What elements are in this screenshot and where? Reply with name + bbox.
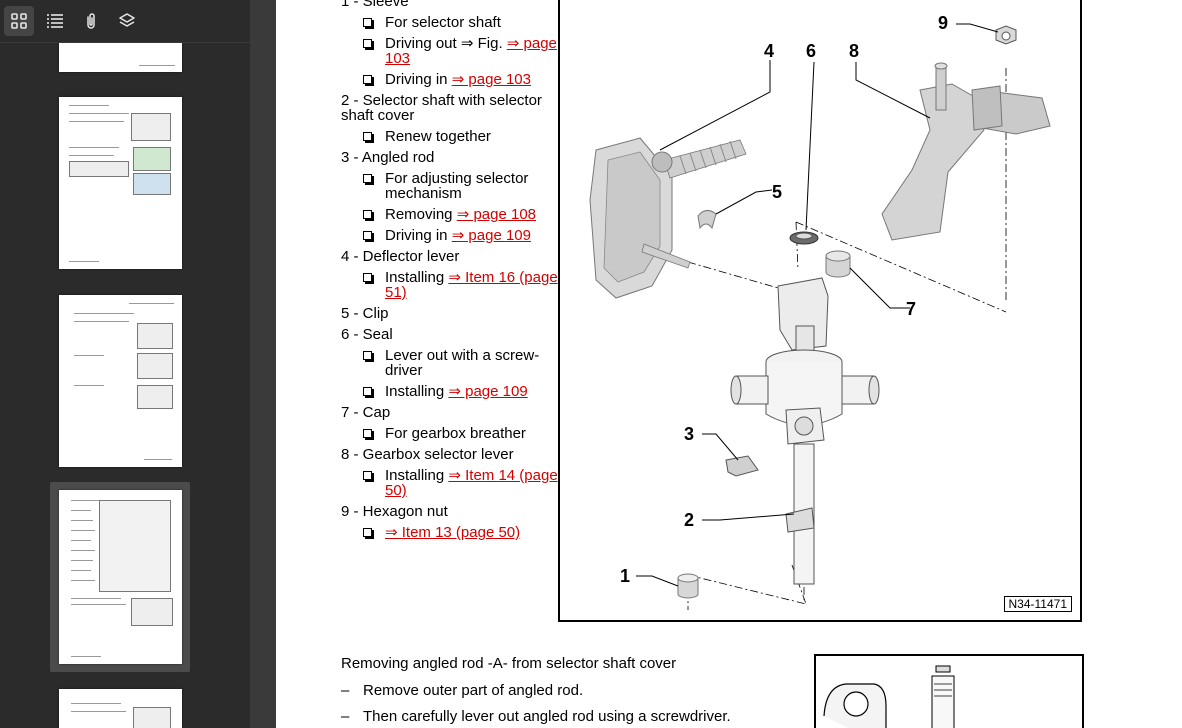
page-thumbnail-3[interactable] (59, 295, 182, 467)
legend-subitem-text: Driving out ⇒ Fig. (385, 35, 507, 52)
sidebar-gutter (250, 0, 276, 728)
angled-rod-figure (814, 654, 1084, 728)
legend-subitem-text: Installing (385, 269, 449, 286)
step-1: –Remove outer part of angled rod. (341, 682, 584, 699)
page-reference-link[interactable]: ⇒ page 108 (456, 206, 537, 223)
legend-subitem: For adjusting selector mechanism (341, 171, 571, 201)
legend-item-title: 2 - Selector shaft with selector shaft c… (341, 92, 542, 124)
legend-subitem-text: Renew together (385, 128, 491, 145)
legend-subitem-text: Driving in (385, 71, 452, 88)
legend-item-title: 6 - Seal (341, 326, 393, 343)
legend-subitem: Driving in ⇒ page 109 (341, 228, 571, 243)
page-reference-link[interactable]: ⇒ Item 16 (page 51) (385, 269, 558, 301)
legend-subitem: Renew together (341, 129, 571, 144)
selector-shaft-cover-part (730, 277, 880, 585)
exploded-view-drawing (589, 23, 1051, 610)
legend-subitem-text: Lever out with a screw-driver (385, 347, 540, 379)
legend-subitem-text: For gearbox breather (385, 425, 526, 442)
legend-item-title: 3 - Angled rod (341, 149, 435, 166)
callout-6: 6 (806, 41, 817, 61)
step-2: –Then carefully lever out angled rod usi… (341, 708, 731, 725)
legend-item-9: 9 - Hexagon nut ⇒ Item 13 (page 50) (341, 504, 571, 540)
deflector-lever-part (589, 137, 747, 299)
legend-subitem: Installing ⇒ Item 16 (page 51) (341, 270, 571, 300)
legend-item-2: 2 - Selector shaft with selector shaft c… (341, 93, 571, 144)
outline-button[interactable] (40, 6, 70, 36)
callout-1: 1 (620, 566, 631, 586)
sidebar-toolbar (0, 0, 250, 43)
legend-item-title: 8 - Gearbox selector lever (341, 446, 514, 463)
page-reference-link[interactable]: ⇒ page 109 (451, 227, 531, 244)
legend-subitem: Driving out ⇒ Fig. ⇒ page 103 (341, 36, 571, 66)
callout-2: 2 (684, 510, 695, 530)
legend-subitem: For gearbox breather (341, 426, 571, 441)
callout-9: 9 (938, 13, 949, 33)
thumbnails-button[interactable] (4, 6, 34, 36)
legend-subitem-text: Driving in (385, 227, 452, 244)
legend-item-5: 5 - Clip (341, 306, 571, 321)
layers-button[interactable] (112, 6, 142, 36)
legend-subitem: Removing ⇒ page 108 (341, 207, 571, 222)
paperclip-icon (87, 13, 95, 29)
page-reference-link[interactable]: ⇒ Item 14 (page 50) (385, 467, 558, 499)
gearbox-selector-lever-part (881, 62, 1051, 241)
legend-subitem: Installing ⇒ Item 14 (page 50) (341, 468, 571, 498)
legend-subitem: Lever out with a screw-driver (341, 348, 571, 378)
legend-subitem: ⇒ Item 13 (page 50) (341, 525, 571, 540)
callout-4: 4 (764, 41, 775, 61)
callout-3: 3 (684, 424, 695, 444)
callout-8: 8 (849, 41, 860, 61)
legend-item-title: 7 - Cap (341, 404, 391, 421)
legend-item-title: 4 - Deflector lever (341, 248, 460, 265)
legend-item-title: 9 - Hexagon nut (341, 503, 448, 520)
exploded-view-figure: 9 4 6 8 5 7 3 2 1 N34-11471 (558, 0, 1082, 622)
figure-code: N34-11471 (1003, 596, 1072, 612)
legend-subitem-text: For adjusting selector mechanism (385, 170, 529, 202)
legend-item-title: 1 - Sleeve (341, 0, 409, 10)
layers-icon (119, 13, 135, 27)
callout-5: 5 (772, 182, 783, 202)
page-reference-link[interactable]: ⇒ page 109 (448, 383, 528, 400)
legend-subitem: Driving in ⇒ page 103 (341, 72, 571, 87)
section-title: Removing angled rod -A- from selector sh… (341, 655, 677, 672)
legend-subitem-text: Installing (385, 467, 449, 484)
legend-subitem-text: Installing (385, 383, 449, 400)
angled-rod-drawing (823, 665, 955, 728)
page-thumbnail-5[interactable] (59, 689, 182, 728)
legend-subitem: For selector shaft (341, 15, 571, 30)
legend-subitem-text: For selector shaft (385, 14, 501, 31)
attachments-button[interactable] (76, 6, 106, 36)
list-icon (47, 14, 63, 28)
legend-item-title: 5 - Clip (341, 305, 389, 322)
thumbnail-sidebar (0, 0, 250, 728)
page-thumbnail-2[interactable] (59, 97, 182, 269)
legend-subitem: Installing ⇒ page 109 (341, 384, 571, 399)
legend-subitem-text: Removing (385, 206, 457, 223)
grid-icon (11, 13, 27, 29)
page-thumbnail-4[interactable] (59, 490, 182, 664)
callout-7: 7 (906, 299, 917, 319)
page-reference-link[interactable]: ⇒ page 103 (385, 35, 557, 67)
page-reference-link[interactable]: ⇒ Item 13 (page 50) (385, 524, 521, 541)
page-reference-link[interactable]: ⇒ page 103 (451, 71, 531, 88)
